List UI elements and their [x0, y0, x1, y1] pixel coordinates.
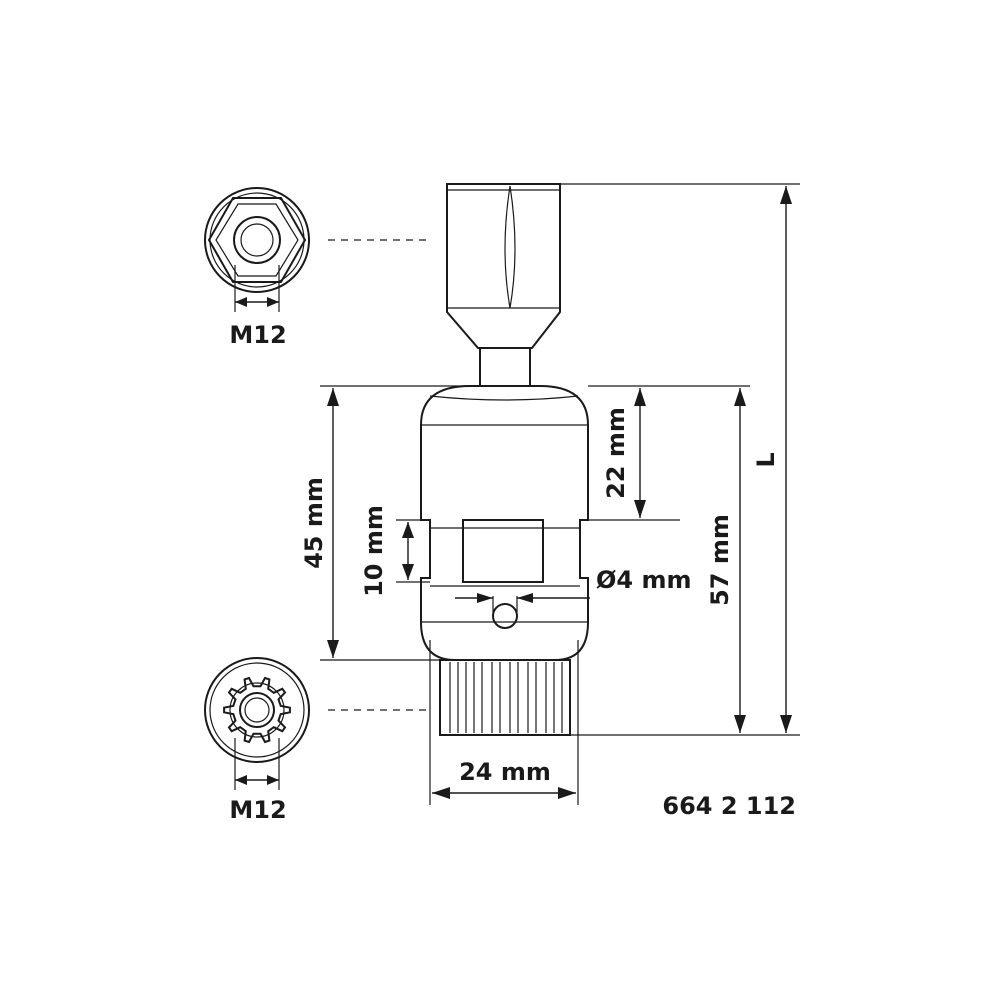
spline-end-view — [204, 657, 430, 790]
spline-root-circle — [229, 682, 285, 738]
neck — [479, 347, 531, 387]
pin-hole — [492, 603, 518, 629]
dim-24 — [429, 640, 579, 805]
dim-d4-label: Ø4 mm — [596, 566, 691, 594]
dim-45 — [320, 385, 470, 661]
spline-tooth-outline — [223, 676, 291, 744]
hex-view-thread-label: M12 — [229, 321, 286, 349]
spline-teeth — [223, 676, 291, 744]
dim-10 — [396, 519, 430, 583]
tool-side-view — [420, 183, 589, 736]
dim-L — [560, 183, 800, 736]
dim-22 — [580, 388, 680, 521]
dim-45-label: 45 mm — [300, 477, 328, 569]
spline-bit — [439, 659, 571, 736]
spline-view-thread-label: M12 — [229, 796, 286, 824]
square-window — [462, 519, 544, 583]
dim-57-label: 57 mm — [706, 514, 734, 606]
hex-end-view — [204, 187, 430, 312]
hex-socket — [446, 183, 561, 349]
dim-d4 — [455, 593, 590, 612]
dim-22-label: 22 mm — [602, 407, 630, 499]
dim-10-label: 10 mm — [360, 505, 388, 597]
part-number: 664 2 112 — [662, 792, 796, 820]
tool-body — [420, 385, 589, 661]
dim-24-label: 24 mm — [459, 758, 551, 786]
dim-L-label: L — [752, 452, 780, 467]
dim-57 — [588, 385, 750, 733]
